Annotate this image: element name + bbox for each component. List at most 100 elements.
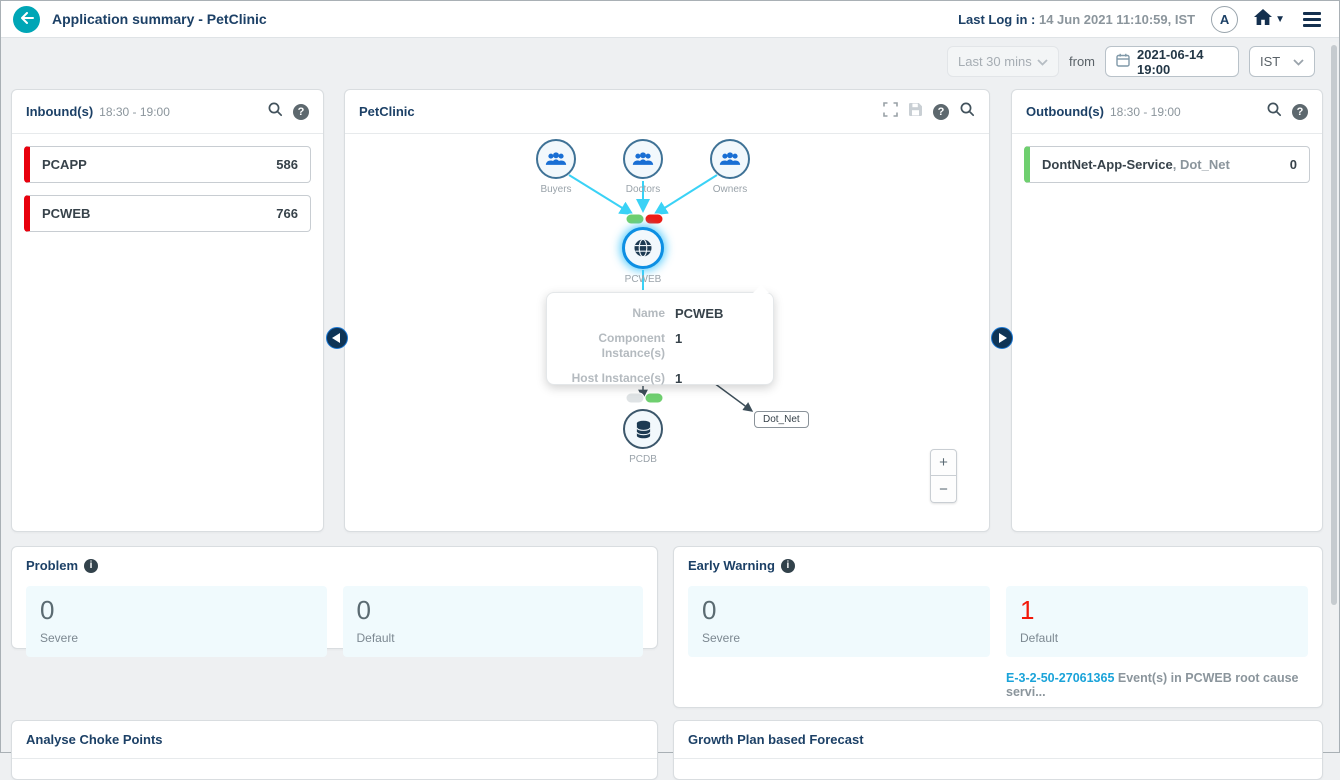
node-label: PCDB [629, 454, 657, 465]
node-owners[interactable]: Owners [710, 139, 750, 195]
outbound-item-value: 0 [1289, 157, 1297, 172]
inbound-item-pcapp[interactable]: PCAPP 586 [24, 146, 311, 183]
stat-label: Severe [40, 631, 79, 645]
stat-value: 0 [702, 595, 717, 625]
timezone-value: IST [1260, 54, 1281, 69]
stat-value: 0 [356, 595, 371, 625]
home-menu[interactable]: ▼ [1254, 8, 1285, 30]
early-warning-panel: Early Warning i 0 Severe 1 Default E-3-2… [673, 546, 1323, 708]
search-icon[interactable] [1266, 101, 1282, 122]
chevron-down-icon [1037, 54, 1048, 69]
event-description: Event(s) in PCWEB root cause servi... [1006, 671, 1299, 699]
chevron-down-icon: ▼ [1275, 13, 1285, 25]
tooltip-label: Name [632, 306, 665, 320]
stat-value: 0 [40, 595, 55, 625]
forecast-header: Growth Plan based Forecast [674, 721, 1322, 759]
calendar-icon [1116, 53, 1130, 70]
info-icon[interactable]: i [84, 558, 99, 573]
choke-points-panel: Analyse Choke Points [11, 720, 658, 780]
back-button[interactable] [13, 5, 40, 33]
early-warning-default-card: 1 Default [1006, 586, 1308, 657]
zoom-in-button[interactable]: + [930, 449, 957, 476]
problem-severe-card: 0 Severe [26, 586, 327, 657]
fullscreen-icon[interactable] [883, 101, 898, 122]
stat-label: Default [356, 631, 395, 645]
timezone-select[interactable]: IST [1249, 46, 1315, 77]
problem-header: Problem i [12, 547, 657, 584]
node-buyers[interactable]: Buyers [536, 139, 576, 195]
datetime-value: 2021-06-14 19:00 [1137, 46, 1204, 77]
tooltip-label: Component Instance(s) [598, 330, 665, 361]
node-label: PCWEB [624, 274, 662, 285]
page-title: Application summary - PetClinic [52, 11, 267, 27]
problem-title: Problem [26, 558, 79, 573]
tooltip-value: PCWEB [675, 306, 724, 321]
scrollbar-thumb[interactable] [1331, 45, 1337, 605]
tooltip-value: 1 [675, 370, 683, 386]
hamburger-menu-icon[interactable] [1301, 10, 1323, 29]
early-warning-event-row: E-3-2-50-27061365 Event(s) in PCWEB root… [674, 657, 1322, 699]
time-range-value: Last 30 mins [958, 54, 1032, 69]
chevron-down-icon [1293, 54, 1304, 69]
early-warning-header: Early Warning i [674, 547, 1322, 584]
outbound-panel: Outbound(s) 18:30 - 19:00 ? DontNet-App-… [1011, 89, 1323, 532]
users-group-icon [710, 139, 750, 179]
help-icon[interactable]: ? [933, 103, 949, 120]
users-group-icon [536, 139, 576, 179]
inbound-item-name: PCWEB [42, 206, 91, 221]
node-label: Owners [712, 184, 748, 195]
info-icon[interactable]: i [780, 558, 795, 573]
node-dotnet[interactable]: Dot_Net [754, 411, 809, 428]
inbound-time-range: 18:30 - 19:00 [99, 104, 170, 119]
database-icon [623, 409, 663, 449]
pan-left-button[interactable] [326, 327, 348, 349]
outbound-item-name: DontNet-App-Service [1042, 157, 1173, 172]
inbound-panel: Inbound(s) 18:30 - 19:00 ? PCAPP 586 PCW… [11, 89, 324, 532]
avatar-letter: A [1219, 11, 1230, 27]
early-warning-severe-card: 0 Severe [688, 586, 990, 657]
topology-map[interactable]: Buyers Doctors Owners PCWEB [345, 130, 989, 531]
pan-right-button[interactable] [991, 327, 1013, 349]
from-label: from [1069, 54, 1095, 69]
problem-panel: Problem i 0 Severe 0 Default [11, 546, 658, 657]
node-label: Doctors [625, 184, 661, 195]
help-icon[interactable]: ? [1292, 103, 1308, 120]
zoom-out-button[interactable]: − [930, 476, 957, 503]
event-id-link[interactable]: E-3-2-50-27061365 [1006, 671, 1115, 685]
avatar[interactable]: A [1211, 5, 1239, 33]
forecast-panel: Growth Plan based Forecast [673, 720, 1323, 780]
tooltip-value: 1 [675, 330, 683, 346]
datetime-input[interactable]: 2021-06-14 19:00 [1105, 46, 1239, 77]
node-label: Buyers [540, 184, 572, 195]
outbound-item-dotnet[interactable]: DontNet-App-Service, Dot_Net 0 [1024, 146, 1310, 183]
inbound-item-value: 766 [276, 206, 298, 221]
node-tooltip: Name PCWEB Component Instance(s) 1 Host … [546, 285, 774, 386]
node-doctors[interactable]: Doctors [623, 139, 663, 195]
outbound-time-range: 18:30 - 19:00 [1109, 104, 1181, 119]
topology-edges [568, 174, 754, 412]
help-icon[interactable]: ? [293, 103, 309, 120]
stat-label: Default [1020, 631, 1059, 645]
last-login: Last Log in : 14 Jun 2021 11:10:59, IST [958, 12, 1195, 27]
map-zoom-control: + − [930, 449, 957, 503]
problem-default-card: 0 Default [342, 586, 643, 657]
page-scrollbar[interactable] [1330, 42, 1338, 751]
topology-panel: PetClinic ? [344, 89, 990, 532]
save-icon[interactable] [908, 102, 923, 122]
choke-points-title: Analyse Choke Points [26, 732, 163, 747]
last-login-value: 14 Jun 2021 11:10:59, IST [1038, 11, 1196, 27]
search-icon[interactable] [959, 101, 975, 122]
time-toolbar: Last 30 mins from 2021-06-14 19:00 IST [947, 46, 1315, 77]
outbound-header: Outbound(s) 18:30 - 19:00 ? [1012, 90, 1322, 134]
node-pcweb[interactable]: PCWEB [622, 227, 664, 285]
search-icon[interactable] [267, 101, 283, 122]
inbound-header: Inbound(s) 18:30 - 19:00 ? [12, 90, 323, 134]
outbound-title: Outbound(s) [1026, 104, 1104, 119]
time-range-select[interactable]: Last 30 mins [947, 46, 1059, 77]
node-pcdb[interactable]: PCDB [623, 409, 663, 465]
globe-icon [622, 227, 664, 269]
tooltip-label: Host Instance(s) [571, 370, 665, 385]
forecast-title: Growth Plan based Forecast [688, 732, 864, 747]
inbound-item-pcweb[interactable]: PCWEB 766 [24, 195, 311, 232]
